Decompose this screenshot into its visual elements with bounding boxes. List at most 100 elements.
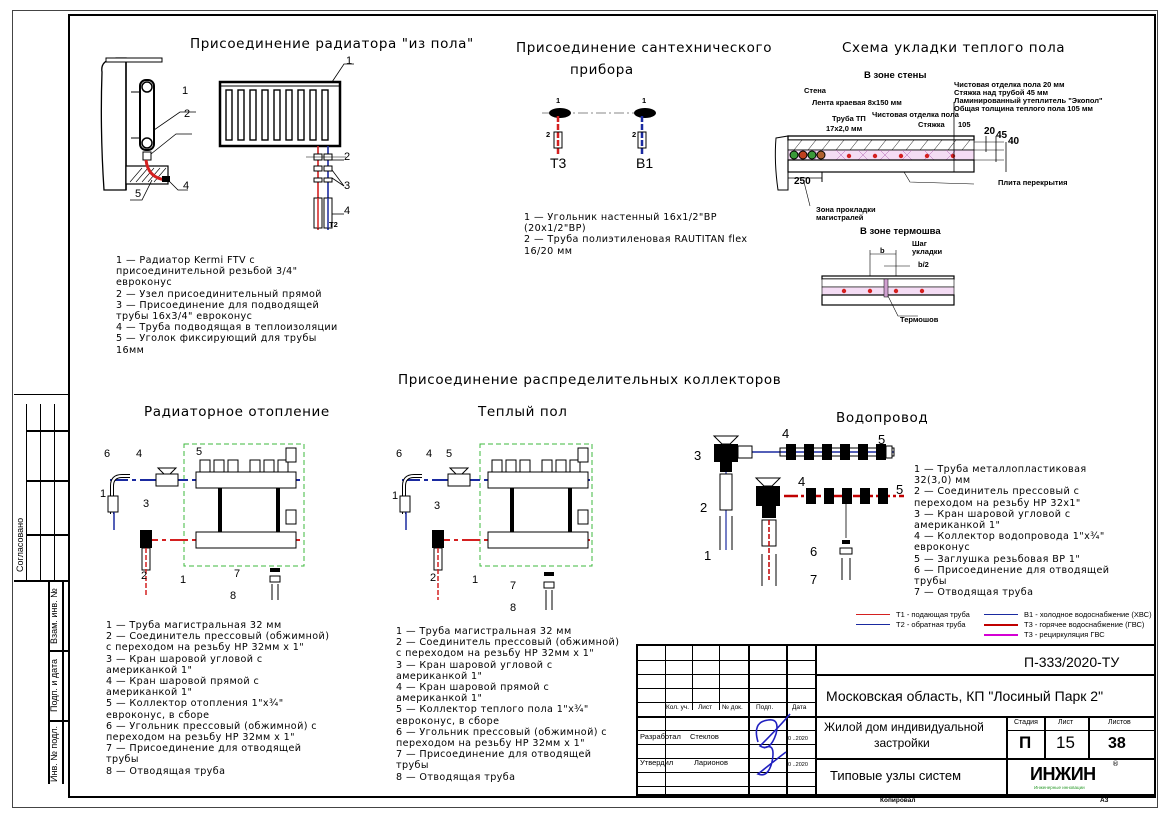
radiator-side-view [139, 79, 155, 151]
callout-4: 4 [136, 448, 143, 460]
radiator-notes: 1 — Радиатор Kermi FTV с присоединительн… [116, 255, 338, 356]
legend-line-return [856, 624, 890, 625]
label-finish-floor: Чистовая отделка пола [872, 110, 959, 119]
radiator-drawing [100, 57, 354, 230]
label-t3: T3 [550, 155, 567, 171]
callout-8: 8 [230, 590, 237, 602]
object-name-line1: Жилой дом индивидуальной [824, 720, 984, 734]
callout-1: 1 [392, 490, 399, 502]
floor-section-thermojoint [821, 250, 955, 317]
signature-marks [755, 713, 791, 776]
stamp-agreed: Согласовано [15, 517, 25, 572]
legend-item-t2: Т2 - обратная труба [856, 620, 966, 629]
layer-screed: Стяжка над трубой 45 мм [954, 88, 1049, 97]
sheets-total: 38 [1108, 735, 1126, 752]
copied-label: Копировал [880, 797, 916, 804]
label-pipe: Труба ТП [832, 114, 866, 123]
floor-heating-notes: 1 — Труба магистральная 32 мм 2 — Соедин… [396, 626, 620, 783]
callout-7: 7 [810, 572, 818, 587]
callout-2: 2 [344, 151, 351, 163]
object-name-line2: застройки [874, 736, 930, 750]
stage-value: П [1019, 733, 1032, 752]
callout-1: 1 [100, 488, 107, 500]
callout-1: 1 [182, 85, 189, 97]
legend-line-cold-water [984, 614, 1018, 615]
legend-line-hot-water [984, 623, 1018, 626]
col-header-date: Дата [792, 704, 807, 711]
callout-3: 3 [344, 180, 351, 192]
callout-6: 6 [104, 448, 111, 460]
legend-item-b1: В1 - холодное водоснабжение (ХВС) [984, 610, 1152, 619]
company-logo: ИНЖИН [1030, 764, 1096, 784]
role-developed: Разработал [640, 732, 681, 741]
callout-2: 2 [184, 108, 191, 120]
floor-heating-title: Теплый пол [478, 404, 568, 420]
label-b1: B1 [636, 155, 654, 171]
role-approved: Утвердил [640, 758, 674, 767]
callout-3: 3 [434, 500, 441, 512]
label-main-zone: Зона прокладки магистралей [816, 205, 876, 222]
thermojoint-zone-title: В зоне термошва [860, 226, 941, 237]
col-header-doc-no: № док. [722, 704, 743, 711]
col-header-sheet: Лист [698, 704, 713, 711]
radiator-connection-title: Присоединение радиатора "из пола" [190, 36, 474, 52]
callout-2: 2 [141, 570, 148, 582]
callout-7: 7 [234, 568, 241, 580]
dim-total: 105 [958, 120, 971, 129]
water-manifold-drawing [712, 435, 904, 586]
legend-item-t3: Т3 - горячее водоснабжение (ГВС) [984, 620, 1144, 629]
callout-5: 5 [135, 188, 142, 200]
project-location: Московская область, КП "Лосиный Парк 2" [826, 688, 1104, 704]
layer-insulation: Ламинированный утеплитель "Экопол" [954, 96, 1103, 105]
layer-total: Общая толщина теплого пола 105 мм [954, 104, 1093, 113]
label-screed: Стяжка [918, 120, 945, 129]
fixture-drawing [542, 108, 656, 154]
water-supply-title: Водопровод [836, 410, 929, 426]
floor-manifold-drawing [399, 443, 593, 610]
callout-6: 6 [810, 544, 818, 559]
sheet-inner-border [68, 14, 1156, 798]
document-code: П-333/2020-ТУ [1024, 654, 1120, 670]
dim-250: 250 [794, 176, 811, 187]
developer-name: Стеклов [690, 732, 719, 741]
approver-date: 0 ..2020 [788, 762, 808, 768]
label-slab: Плита перекрытия [998, 178, 1068, 187]
callout-1: 1 [704, 548, 712, 563]
stamp-sign-date: Подп. и дата [49, 658, 59, 712]
radiator-heating-notes: 1 — Труба магистральная 32 мм 2 — Соедин… [106, 620, 330, 777]
callout-1: 1 [556, 96, 561, 105]
callout-2: 2 [546, 130, 551, 139]
floor-section-wall-zone [774, 102, 1007, 207]
callout-4: 4 [426, 448, 433, 460]
stamp-replaced-inv: Взам. инв. № [49, 588, 59, 644]
callout-4: 4 [798, 474, 806, 489]
sheets-label: Листов [1108, 719, 1131, 726]
callout-1: 1 [346, 55, 353, 67]
callout-1: 1 [472, 574, 479, 586]
sheet-number: 15 [1056, 733, 1075, 752]
callout-6: 6 [396, 448, 403, 460]
wall-section [100, 57, 127, 191]
fixture-connection-title-line2: прибора [570, 62, 634, 78]
dim-40: 40 [1008, 136, 1020, 147]
sheet-label: Лист [1058, 719, 1074, 726]
callout-7: 7 [510, 580, 517, 592]
col-header-changes: Кол. уч. [666, 704, 690, 711]
registered-mark-icon: ® [1112, 760, 1119, 768]
legend-item-t1: Т1 - подающая труба [856, 610, 970, 619]
collectors-title: Присоединение распределительных коллекто… [398, 372, 782, 388]
label-pipe-size: 17х2,0 мм [826, 124, 863, 133]
pipe-label-t2: T2 [329, 220, 338, 229]
label-pitch: Шаг укладки [912, 239, 943, 256]
approver-name: Ларионов [694, 758, 728, 767]
label-b: b [880, 246, 885, 255]
wall-zone-title: В зоне стены [864, 70, 927, 81]
radiator-manifold-drawing [107, 443, 305, 600]
label-edge-tape: Лента краевая 8х150 мм [812, 98, 902, 107]
legend-line-recirc [984, 633, 1018, 636]
callout-4: 4 [782, 426, 790, 441]
sheet-title: Типовые узлы систем [830, 768, 962, 783]
side-stamp: Согласовано Взам. инв. № Подп. и дата Ин… [14, 394, 68, 792]
water-supply-notes: 1 — Труба металлопластиковая 32(3,0) мм … [914, 464, 1110, 599]
callout-2: 2 [632, 130, 637, 139]
